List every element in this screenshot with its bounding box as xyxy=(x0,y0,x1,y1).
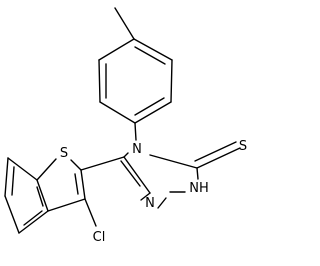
bond-methyl xyxy=(114,7,135,40)
benzo-ring xyxy=(4,157,49,234)
bond-c3-cl xyxy=(84,198,97,227)
molecule-structure: S N NH N S Cl xyxy=(4,7,247,245)
tolyl-ring xyxy=(98,38,173,124)
atom-chlorine: Cl xyxy=(93,230,106,245)
bond-triazole-benzothiophene xyxy=(80,156,125,171)
thiophene-ring xyxy=(36,158,86,212)
atom-nitrogen-n4: N xyxy=(132,142,142,157)
bond-aryl-n4 xyxy=(134,122,137,141)
atom-sulfur-thione: S xyxy=(239,139,247,154)
bond-thione-1 xyxy=(196,147,241,169)
atom-nitrogen-nh: NH xyxy=(189,181,209,196)
atom-sulfur-thiophene: S xyxy=(60,146,68,161)
bond-thione-2 xyxy=(194,141,237,162)
triazole-ring xyxy=(120,152,199,209)
atom-nitrogen-n1: N xyxy=(145,196,155,211)
